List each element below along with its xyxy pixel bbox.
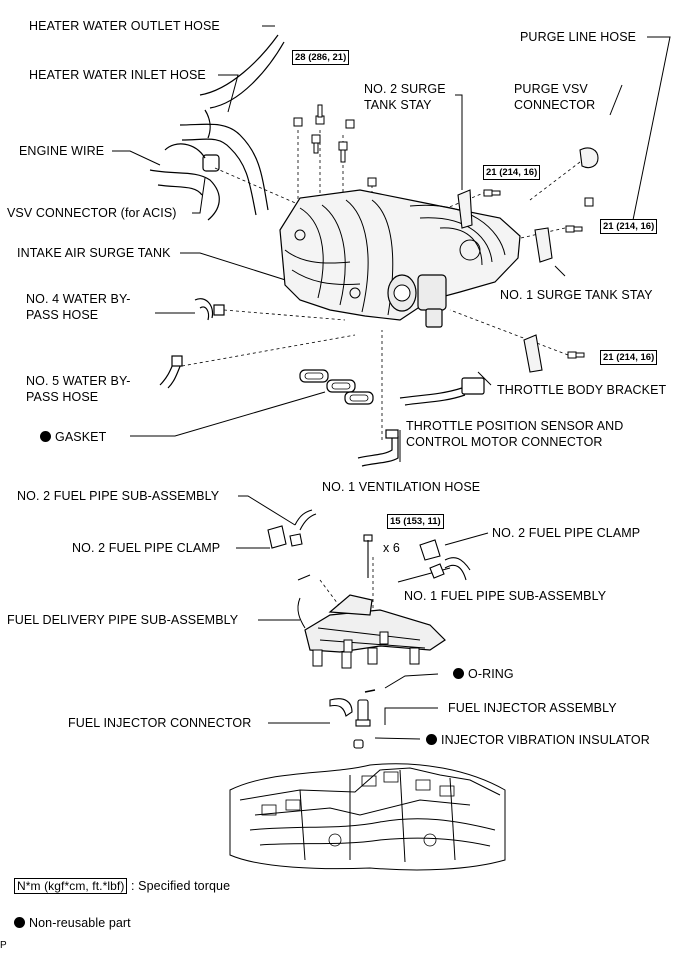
- label-fuel-injector-assembly: FUEL INJECTOR ASSEMBLY: [448, 701, 617, 715]
- non-reusable-dot-icon: [40, 431, 51, 442]
- label-intake-air-surge-tank: INTAKE AIR SURGE TANK: [17, 246, 171, 260]
- non-reusable-dot-icon: [453, 668, 464, 679]
- label-no2-fuel-pipe-clamp-left: NO. 2 FUEL PIPE CLAMP: [72, 541, 221, 555]
- label-engine-wire: ENGINE WIRE: [19, 144, 105, 158]
- label-no5-water-bypass-hose: NO. 5 WATER BY-PASS HOSE: [26, 374, 131, 404]
- non-reusable-dot-icon: [426, 734, 437, 745]
- label-fuel-delivery-pipe: FUEL DELIVERY PIPE SUB-ASSEMBLY: [7, 613, 239, 627]
- legend-non-reusable-text: Non-reusable part: [29, 916, 131, 930]
- non-reusable-dot-icon: [14, 917, 25, 928]
- label-fuel-injector-connector: FUEL INJECTOR CONNECTOR: [68, 716, 252, 730]
- legend-non-reusable: Non-reusable part: [14, 916, 131, 931]
- label-no1-surge-tank-stay: NO. 1 SURGE TANK STAY: [500, 288, 653, 302]
- torque-spec-21-b: 21 (214, 16): [600, 219, 658, 234]
- label-injector-vibration-insulator: INJECTOR VIBRATION INSULATOR: [426, 733, 650, 748]
- legend-torque-box: N*m (kgf*cm, ft.*lbf): [14, 878, 128, 894]
- legend-torque-text: : Specified torque: [131, 879, 231, 893]
- label-no2-fuel-pipe-sub-assembly: NO. 2 FUEL PIPE SUB-ASSEMBLY: [17, 489, 220, 503]
- o-ring-text: O-RING: [468, 667, 514, 681]
- torque-spec-15: 15 (153, 11): [387, 514, 444, 529]
- legend-torque: N*m (kgf*cm, ft.*lbf) : Specified torque: [14, 878, 231, 894]
- multiplier-text: x 6: [383, 541, 400, 555]
- label-vsv-connector: VSV CONNECTOR (for ACIS): [7, 206, 177, 220]
- label-heater-outlet-hose: HEATER WATER OUTLET HOSE: [29, 19, 220, 33]
- label-no1-fuel-pipe-sub-assembly: NO. 1 FUEL PIPE SUB-ASSEMBLY: [404, 589, 607, 603]
- label-no1-ventilation-hose: NO. 1 VENTILATION HOSE: [322, 480, 481, 494]
- torque-spec-28: 28 (286, 21): [292, 50, 350, 65]
- corner-mark: P: [0, 940, 7, 951]
- label-o-ring: O-RING: [453, 667, 514, 682]
- label-throttle-position-sensor-connector: THROTTLE POSITION SENSOR AND CONTROL MOT…: [406, 419, 624, 449]
- injector-insulator-text: INJECTOR VIBRATION INSULATOR: [441, 733, 650, 747]
- label-no2-fuel-pipe-clamp-right: NO. 2 FUEL PIPE CLAMP: [492, 526, 641, 540]
- label-throttle-body-bracket: THROTTLE BODY BRACKET: [497, 383, 667, 397]
- label-purge-vsv-connector: PURGE VSV CONNECTOR: [514, 82, 596, 112]
- label-gasket: GASKET: [40, 430, 106, 445]
- label-no4-water-bypass-hose: NO. 4 WATER BY-PASS HOSE: [26, 292, 131, 322]
- label-heater-inlet-hose: HEATER WATER INLET HOSE: [29, 68, 206, 82]
- label-purge-line-hose: PURGE LINE HOSE: [520, 30, 637, 44]
- gasket-text: GASKET: [55, 430, 107, 444]
- torque-spec-21-a: 21 (214, 16): [483, 165, 541, 180]
- label-no2-surge-tank-stay: NO. 2 SURGE TANK STAY: [364, 82, 446, 112]
- torque-spec-21-c: 21 (214, 16): [600, 350, 658, 365]
